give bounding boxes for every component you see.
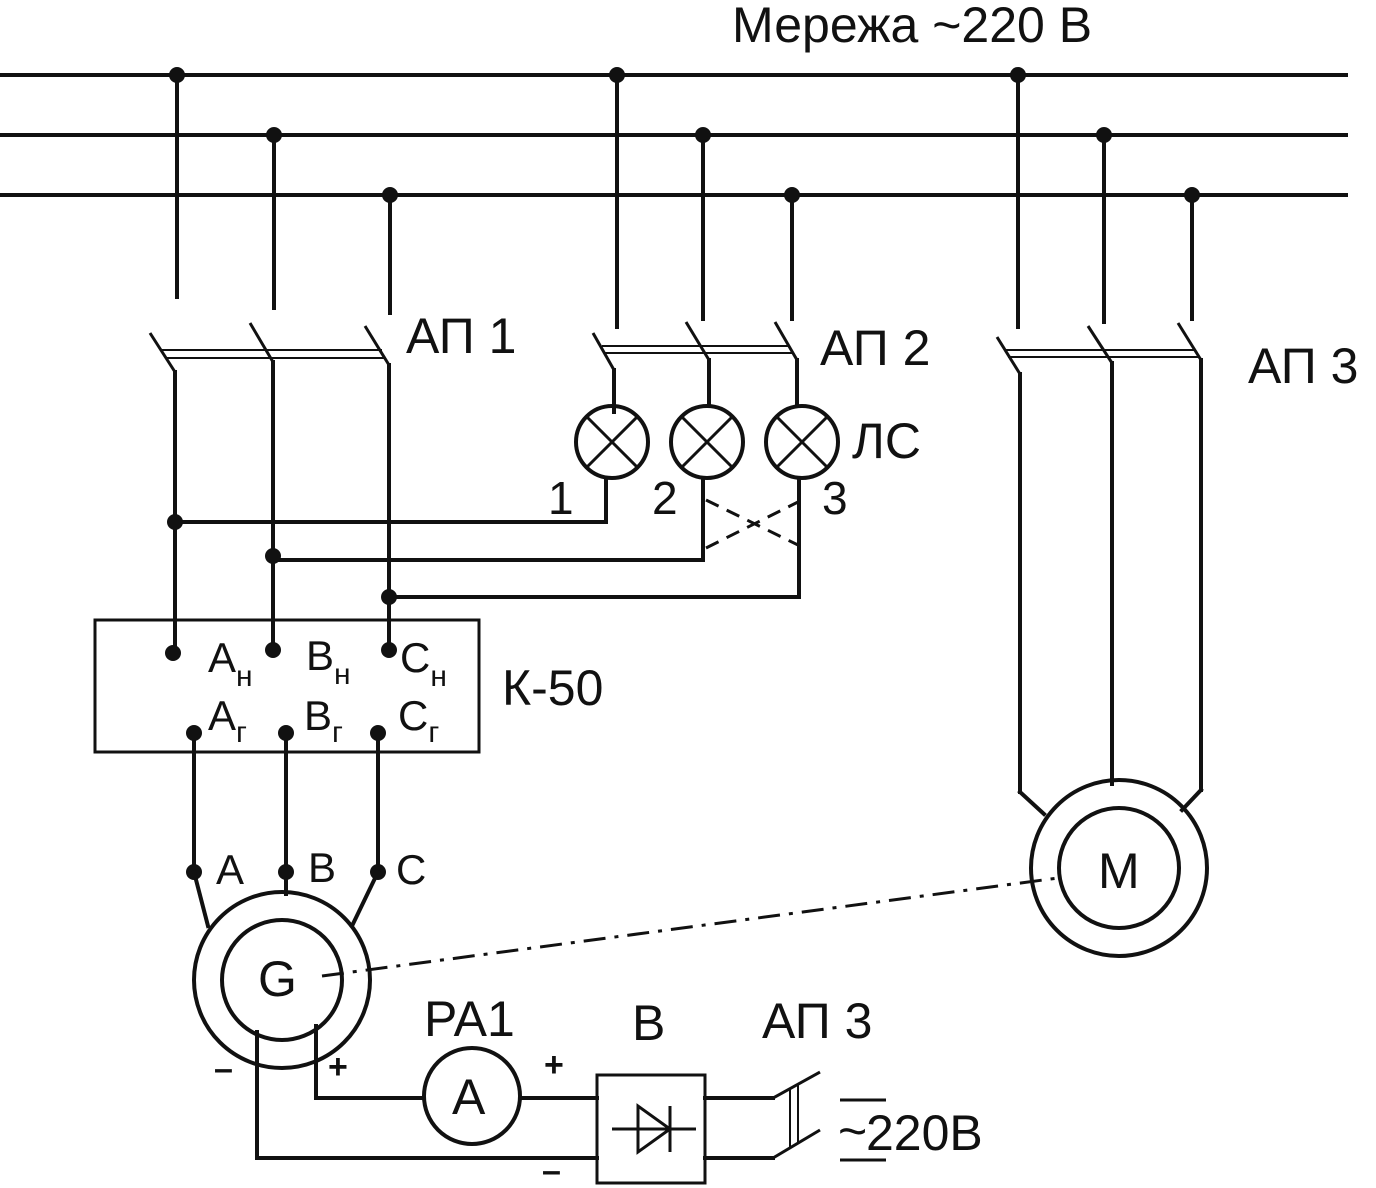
breaker-ap1 <box>148 67 398 652</box>
gen-phase-c: С <box>396 846 426 893</box>
gen-minus-sign: – <box>214 1050 233 1088</box>
label-ap3-dc: АП 3 <box>762 993 872 1049</box>
generator-leads <box>186 731 386 929</box>
label-lamps: ЛС <box>852 413 921 469</box>
lamp-3 <box>764 404 840 480</box>
gen-phase-b: В <box>308 844 336 891</box>
lamp-number-1: 1 <box>548 472 574 524</box>
supply-label: 220В <box>866 1105 983 1161</box>
network-title: Мережа ~220 В <box>732 0 1092 53</box>
lamp-number-2: 2 <box>652 472 678 524</box>
gen-plus-sign: + <box>328 1048 348 1086</box>
shaft-coupling <box>321 876 1059 978</box>
motor <box>1029 778 1209 958</box>
ammeter-pa1 <box>422 1046 522 1146</box>
terminal-cg: Сг <box>398 692 439 749</box>
lamp-2 <box>669 404 745 480</box>
generator-symbol: G <box>258 951 297 1007</box>
excitation-circuit <box>255 1024 775 1160</box>
terminal-cn: Сн <box>400 634 447 693</box>
motor-symbol: М <box>1098 843 1140 899</box>
terminal-an: Ан <box>208 634 253 693</box>
gen-phase-a: А <box>216 846 244 893</box>
rectifier-minus-sign: – <box>542 1152 561 1188</box>
label-ap2: АП 2 <box>820 320 930 376</box>
supply-tilde: ~ <box>838 1103 867 1159</box>
lamp-1 <box>574 404 650 480</box>
breaker-ap3-dc <box>772 1070 821 1160</box>
breaker-ap3 <box>995 67 1204 817</box>
label-rectifier: В <box>632 995 665 1051</box>
supply-bars <box>840 1098 886 1162</box>
mains-bus <box>0 73 1348 197</box>
ammeter-symbol: A <box>452 1069 486 1125</box>
rectifier <box>595 1073 707 1185</box>
label-ap1: АП 1 <box>406 308 516 364</box>
terminal-bn: Вн <box>306 632 351 691</box>
label-ap3: АП 3 <box>1248 338 1358 394</box>
terminal-ag: Аг <box>208 692 247 749</box>
lamp-wiring <box>167 476 801 605</box>
lamp-number-3: 3 <box>822 472 848 524</box>
terminal-bg: Вг <box>304 692 343 749</box>
label-pa1: PA1 <box>424 991 515 1047</box>
label-k50: К-50 <box>502 660 603 716</box>
breaker-ap2 <box>591 67 800 414</box>
ammeter-plus-sign: + <box>544 1046 564 1084</box>
generator <box>192 890 372 1070</box>
